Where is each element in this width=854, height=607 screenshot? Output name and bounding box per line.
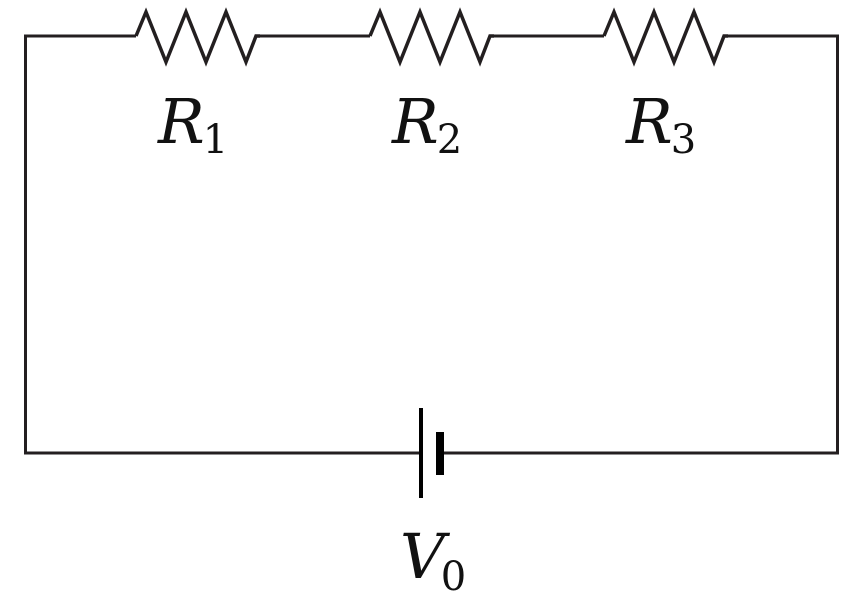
label-v0-subscript: 0 — [441, 554, 466, 600]
label-r2-symbol: R — [391, 85, 439, 158]
label-r3-subscript: 3 — [671, 117, 696, 163]
label-r1-symbol: R — [157, 85, 205, 158]
label-r1-subscript: 1 — [203, 117, 228, 163]
resistor-r1 — [134, 7, 260, 67]
label-r3: R3 — [625, 85, 696, 163]
label-r1: R1 — [157, 85, 228, 163]
label-r2: R2 — [391, 85, 462, 163]
resistor-r2 — [368, 7, 494, 67]
label-v0: V0 — [400, 520, 466, 600]
label-r3-symbol: R — [625, 85, 673, 158]
label-v0-symbol: V — [400, 520, 451, 593]
label-r2-subscript: 2 — [437, 117, 462, 163]
resistor-r3 — [602, 7, 728, 67]
